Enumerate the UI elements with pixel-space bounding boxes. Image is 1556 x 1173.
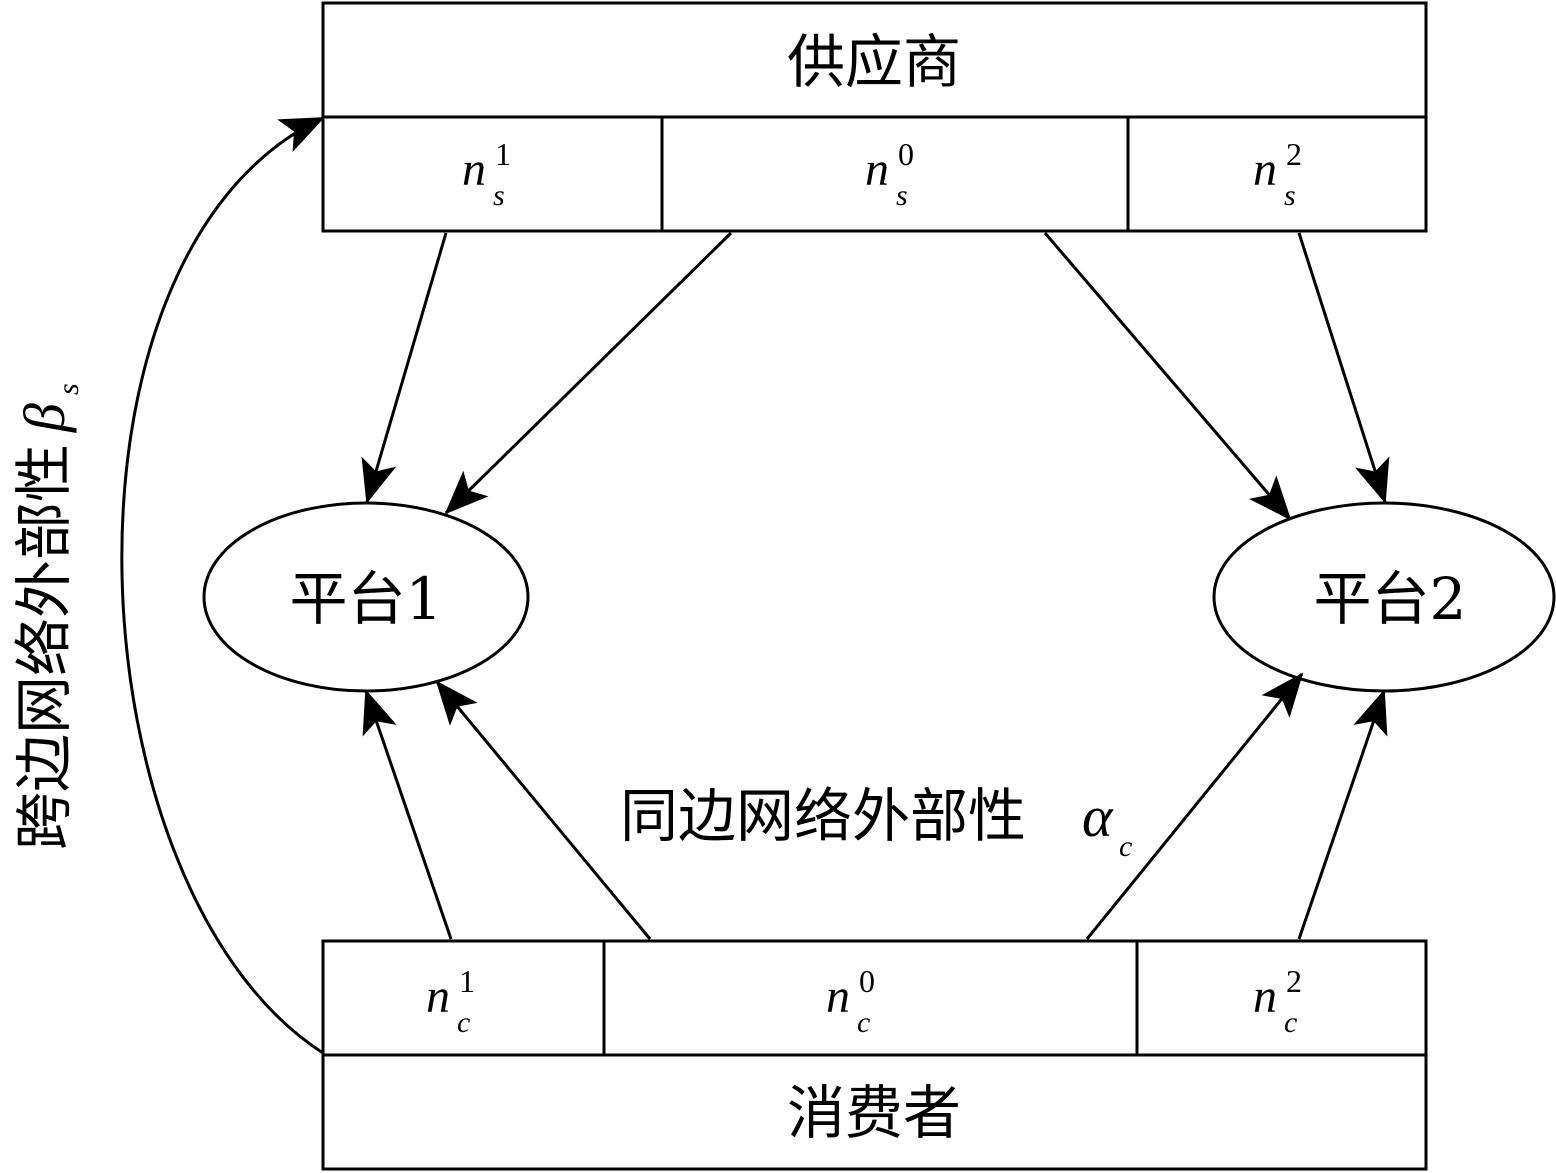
consumer-cell-2: n 2 c xyxy=(1253,963,1302,1039)
consumer-cell-1-base: n xyxy=(426,970,450,1023)
consumer-block: 消费者 n 1 c n 0 c n 2 c xyxy=(321,939,1428,1171)
arrow-supplier2-to-platform2 xyxy=(1297,232,1390,504)
arrow-consumer1-to-platform1 xyxy=(362,689,453,940)
cross-side-externality-label: 跨边网络外部性 β s xyxy=(10,383,85,850)
cross-side-subscript: s xyxy=(52,383,85,395)
supplier-cell-1-base: n xyxy=(462,143,486,196)
consumer-cell-0-base: n xyxy=(826,970,850,1023)
supplier-title-box xyxy=(321,1,1428,119)
arrow-supplier1-to-platform1 xyxy=(361,232,448,504)
platform-1-label: 平台1 xyxy=(290,565,443,633)
consumer-cell-1-sub: c xyxy=(457,1006,470,1039)
platform-1: 平台1 xyxy=(202,501,530,693)
consumer-title: 消费者 xyxy=(787,1079,961,1147)
arrow-supplier0-to-platform1 xyxy=(444,231,733,515)
platform-2: 平台2 xyxy=(1212,501,1556,693)
consumer-title-box xyxy=(321,1053,1428,1171)
supplier-cell-2-base: n xyxy=(1253,143,1277,196)
supplier-cell-0: n 0 s xyxy=(865,136,914,212)
consumer-cell-2-sup: 2 xyxy=(1286,963,1302,999)
arrow-consumer0-to-platform2 xyxy=(1085,672,1304,940)
supplier-cell-2: n 2 s xyxy=(1253,136,1302,212)
same-side-symbol: α xyxy=(1082,784,1114,849)
consumer-cell-2-sub: c xyxy=(1284,1006,1297,1039)
supplier-cell-0-sub: s xyxy=(896,179,908,212)
consumer-segment-row xyxy=(321,939,1428,1057)
supplier-cell-2-sup: 2 xyxy=(1286,136,1302,172)
arrow-supplier0-to-platform2 xyxy=(1043,232,1292,521)
consumer-cell-0: n 0 c xyxy=(826,963,875,1039)
consumer-cell-0-sub: c xyxy=(857,1006,870,1039)
supplier-cell-0-base: n xyxy=(865,143,889,196)
cross-side-symbol: β xyxy=(12,403,77,433)
consumer-cell-1-sup: 1 xyxy=(459,963,475,999)
supplier-cell-1-sup: 1 xyxy=(495,136,511,172)
cross-side-text: 跨边网络外部性 xyxy=(10,444,78,850)
supplier-title: 供应商 xyxy=(787,28,961,96)
consumer-cell-0-sup: 0 xyxy=(859,963,875,999)
arrow-consumer0-to-platform1 xyxy=(435,680,652,940)
supplier-block: 供应商 n 1 s n 0 s n 2 s xyxy=(321,1,1428,233)
supplier-segment-row xyxy=(321,115,1428,233)
same-side-externality-label: 同边网络外部性 α c xyxy=(620,782,1132,863)
consumer-cell-1: n 1 c xyxy=(426,963,475,1039)
supplier-cell-2-sub: s xyxy=(1284,179,1296,212)
arrow-consumer2-to-platform2 xyxy=(1297,689,1388,940)
same-side-text: 同边网络外部性 xyxy=(620,782,1026,850)
platform-2-label: 平台2 xyxy=(1314,565,1467,633)
consumer-cell-2-base: n xyxy=(1253,970,1277,1023)
same-side-subscript: c xyxy=(1119,830,1132,863)
supplier-cell-0-sup: 0 xyxy=(898,136,914,172)
cross-side-curve-arrow xyxy=(120,116,325,1055)
supplier-cell-1: n 1 s xyxy=(462,136,511,212)
supplier-cell-1-sub: s xyxy=(493,179,505,212)
